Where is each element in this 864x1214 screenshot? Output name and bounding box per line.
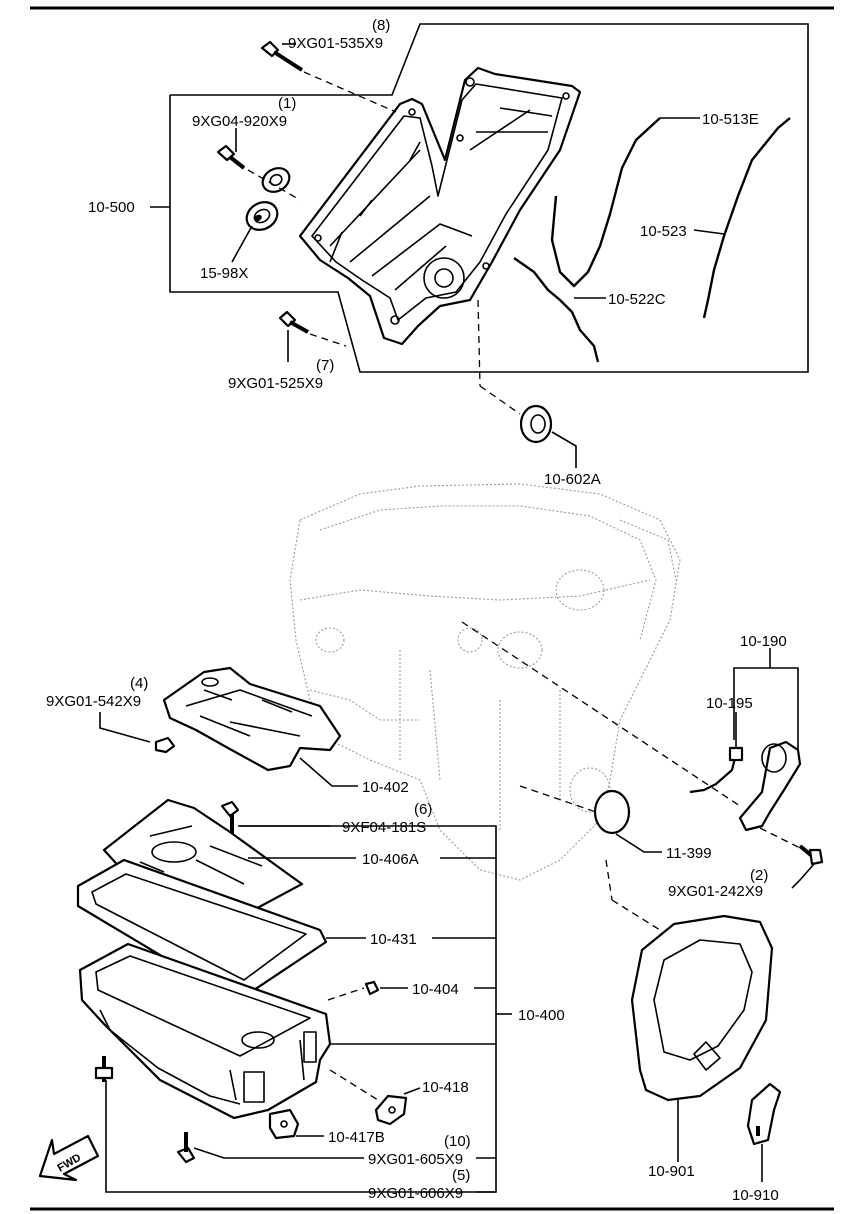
label-11-399: 11-399 bbox=[666, 845, 712, 862]
cover-10-417b bbox=[268, 1108, 300, 1140]
label-10-402: 10-402 bbox=[362, 779, 409, 796]
dash-10-901-b bbox=[611, 899, 661, 931]
dash-10-190-b bbox=[759, 827, 801, 849]
label-qty-4: (4) bbox=[130, 675, 148, 692]
dash-10-602a bbox=[477, 299, 481, 387]
gasket-10-513e bbox=[550, 117, 661, 288]
label-10-901: 10-901 bbox=[648, 1163, 695, 1180]
dash-seals bbox=[247, 169, 301, 201]
label-10-910: 10-910 bbox=[732, 1187, 779, 1204]
bolt-9xg04-920x9 bbox=[216, 144, 246, 170]
leader-10-602a bbox=[551, 431, 577, 468]
oil-seal-10-602a bbox=[519, 404, 553, 444]
dash-10-404 bbox=[327, 987, 365, 1001]
label-9xg01-525x9: 9XG01-525X9 bbox=[228, 375, 323, 392]
label-qty-5: (5) bbox=[452, 1167, 470, 1184]
label-9xf04-181s: 9XF04-181S bbox=[342, 819, 426, 836]
gasket-10-431 bbox=[76, 858, 328, 1000]
label-qty-6: (6) bbox=[414, 801, 432, 818]
dash-10-418 bbox=[329, 1069, 379, 1101]
cover-10-418 bbox=[374, 1094, 408, 1126]
group-box-10-500 bbox=[169, 23, 809, 373]
label-10-400: 10-400 bbox=[518, 1007, 565, 1024]
bolt-9xg01-605x9 bbox=[176, 1132, 196, 1164]
label-10-404: 10-404 bbox=[412, 981, 459, 998]
label-10-431: 10-431 bbox=[370, 931, 417, 948]
baffle-plate-10-402 bbox=[162, 666, 342, 772]
label-9xg01-606x9: 9XG01-606X9 bbox=[368, 1185, 463, 1202]
label-10-500: 10-500 bbox=[88, 199, 135, 216]
label-9xg04-920x9: 9XG04-920X9 bbox=[192, 113, 287, 130]
label-9xg01-605x9: 9XG01-605X9 bbox=[368, 1151, 463, 1168]
bolt-9xf04-181s bbox=[220, 800, 240, 834]
label-qty-10: (10) bbox=[444, 1133, 471, 1150]
label-qty-1: (1) bbox=[278, 95, 296, 112]
oil-pan bbox=[78, 942, 332, 1120]
leader-9xg01-242x9 bbox=[791, 863, 815, 889]
label-10-523: 10-523 bbox=[640, 223, 687, 240]
label-qty-8: (8) bbox=[372, 17, 390, 34]
front-cover-part bbox=[298, 66, 582, 346]
label-9xg01-242x9: 9XG01-242X9 bbox=[668, 883, 763, 900]
plug-11-399 bbox=[593, 789, 631, 835]
bolt-9xg01-525x9 bbox=[278, 310, 309, 334]
bolt-9xg01-535x9 bbox=[260, 40, 304, 72]
label-10-190: 10-190 bbox=[740, 633, 787, 650]
dash-10-602a-b bbox=[479, 385, 521, 415]
label-9xg01-542x9: 9XG01-542X9 bbox=[46, 693, 141, 710]
dash-9xg01-535x9 bbox=[303, 71, 397, 113]
leader-9xg01-542x9 bbox=[99, 712, 151, 743]
plug-10-404 bbox=[364, 980, 380, 996]
label-qty-7: (7) bbox=[316, 357, 334, 374]
label-qty-2: (2) bbox=[750, 867, 768, 884]
leader-10-418 bbox=[403, 1087, 421, 1095]
label-9xg01-535x9: 9XG01-535X9 bbox=[288, 35, 383, 52]
label-10-406a: 10-406A bbox=[362, 851, 419, 868]
bracket-10-910 bbox=[746, 1082, 782, 1146]
rear-seal-housing-10-190 bbox=[738, 740, 802, 832]
gasket-10-523 bbox=[702, 117, 791, 319]
label-10-195: 10-195 bbox=[706, 695, 753, 712]
drive-plate-10-901 bbox=[630, 914, 774, 1102]
oil-seal-pair bbox=[245, 167, 291, 231]
sensor-10-195 bbox=[689, 746, 744, 794]
nut-9xg01-542x9 bbox=[154, 736, 176, 754]
label-10-417b: 10-417B bbox=[328, 1129, 385, 1146]
label-15-98x: 15-98X bbox=[200, 265, 248, 282]
leader-11-399 bbox=[615, 833, 662, 853]
leader-9xg01-605x9 bbox=[193, 1147, 364, 1159]
dash-11-399 bbox=[519, 785, 597, 813]
leader-15-98x bbox=[231, 225, 253, 263]
label-10-513e: 10-513E bbox=[702, 111, 759, 128]
forward-direction-arrow bbox=[38, 1134, 100, 1182]
leader-10-402 bbox=[299, 757, 358, 787]
label-10-418: 10-418 bbox=[422, 1079, 469, 1096]
stud-9xg01-606x9 bbox=[94, 1056, 114, 1082]
dash-10-901 bbox=[605, 859, 613, 901]
gasket-10-522c bbox=[513, 257, 600, 363]
label-10-602a: 10-602A bbox=[544, 471, 601, 488]
label-10-522c: 10-522C bbox=[608, 291, 666, 308]
leader-10-523 bbox=[693, 229, 725, 235]
dash-9xg01-525x9 bbox=[309, 333, 347, 347]
bolt-9xg01-242x9 bbox=[798, 844, 824, 866]
dash-10-190 bbox=[461, 621, 741, 807]
